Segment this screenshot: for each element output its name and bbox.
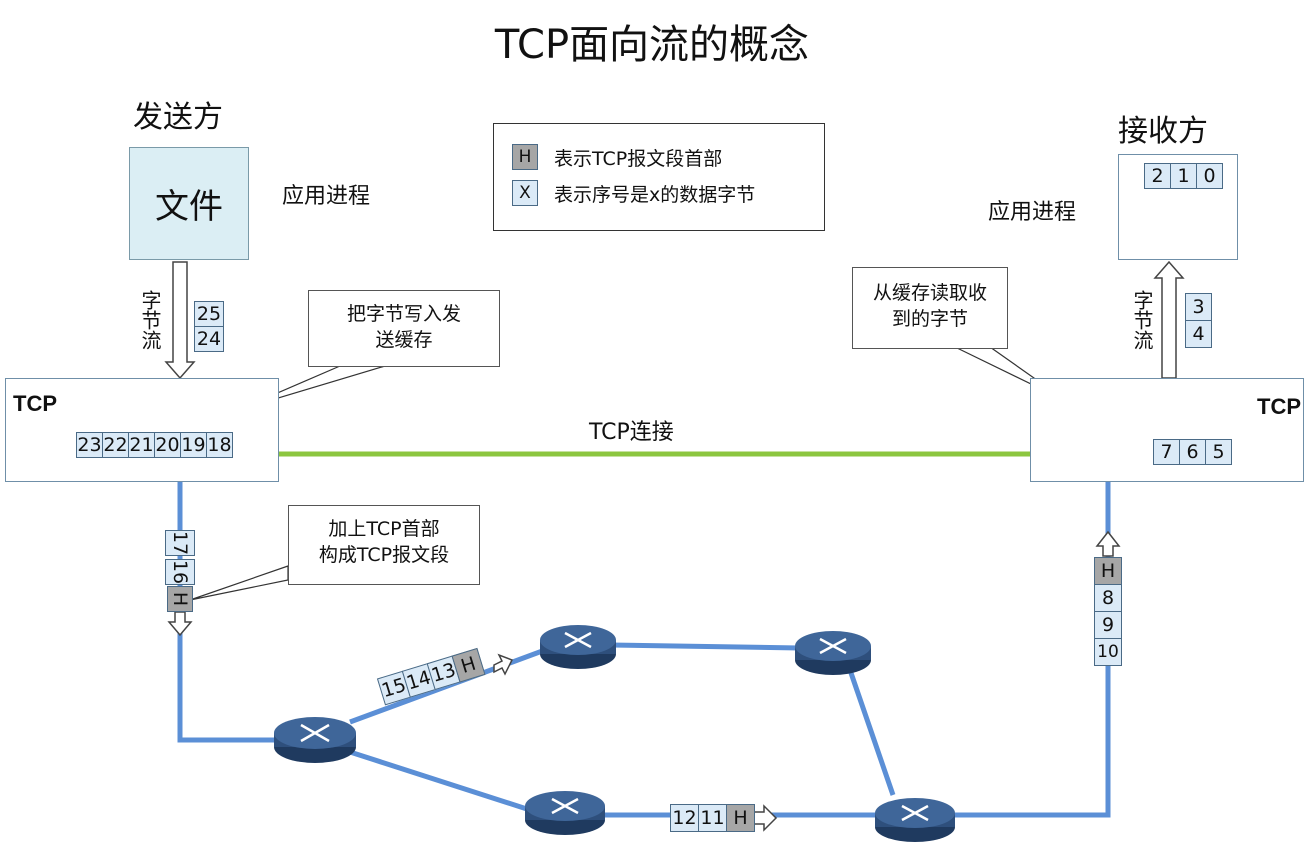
byte-cell: 3 xyxy=(1185,293,1212,321)
receiver-link xyxy=(955,480,1111,818)
receiver-stream-arrow xyxy=(1153,260,1185,379)
legend-key-x: X xyxy=(512,180,538,206)
byte-cell: 5 xyxy=(1205,439,1232,465)
sender-stream-arrow xyxy=(164,261,196,380)
receiver-tcp-box: TCP 7 6 5 xyxy=(1030,378,1304,482)
segment-byte-cell: 10 xyxy=(1094,638,1122,666)
router-icon xyxy=(525,791,605,835)
sender-byte-stream-label: 字节流 xyxy=(138,290,162,350)
receiver-segment-arrow xyxy=(1095,530,1121,557)
receiver-app-bytes: 2 1 0 xyxy=(1144,163,1223,189)
callout-pointer-header xyxy=(189,565,289,601)
router-icon xyxy=(795,631,871,675)
legend: H 表示TCP报文段首部 X 表示序号是x的数据字节 xyxy=(493,123,825,231)
callout-read-buffer-text: 从缓存读取收到的字节 xyxy=(872,282,987,330)
byte-cell: 24 xyxy=(194,326,224,352)
byte-cell: 0 xyxy=(1196,163,1223,189)
sender-heading: 发送方 xyxy=(133,100,223,135)
byte-cell: 25 xyxy=(194,301,224,327)
segment-byte-cell: 17 xyxy=(165,530,195,556)
network-segment-lower: 12 11 H xyxy=(670,804,755,832)
byte-cell: 2 xyxy=(1144,163,1171,189)
lower-segment-arrowhead xyxy=(753,804,778,832)
byte-cell: 20 xyxy=(154,432,181,458)
upper-segment-arrowhead xyxy=(493,653,514,676)
byte-cell: 1 xyxy=(1170,163,1197,189)
legend-key-h: H xyxy=(512,144,538,170)
receiver-app-process-label: 应用进程 xyxy=(988,200,1077,225)
file-label: 文件 xyxy=(155,187,223,227)
page-title: TCP面向流的概念 xyxy=(494,22,810,68)
sender-tcp-label: TCP xyxy=(13,391,57,416)
legend-row-header: H 表示TCP报文段首部 xyxy=(494,139,824,175)
sender-segment: 17 16 H xyxy=(165,528,195,612)
byte-cell: 23 xyxy=(76,432,103,458)
byte-cell: 4 xyxy=(1185,320,1212,348)
segment-byte-cell: 11 xyxy=(698,804,727,832)
segment-byte-cell: 12 xyxy=(670,804,699,832)
segment-header-cell: H xyxy=(726,804,755,832)
receiver-heading: 接收方 xyxy=(1118,114,1208,149)
callout-write-buffer: 把字节写入发送缓存 xyxy=(308,290,500,367)
segment-header-cell: H xyxy=(167,586,193,612)
router-icon xyxy=(875,798,955,842)
sender-stream-bytes: 25 24 xyxy=(194,301,224,352)
link-r2-r3 xyxy=(609,642,801,651)
legend-text-h: 表示TCP报文段首部 xyxy=(554,147,723,170)
receiver-byte-stream-label: 字节流 xyxy=(1130,290,1154,350)
routers xyxy=(274,625,955,842)
byte-cell: 19 xyxy=(180,432,207,458)
receiver-receive-buffer: 7 6 5 xyxy=(1153,439,1232,465)
sender-send-buffer: 23 22 21 20 19 18 xyxy=(76,432,233,458)
sender-link xyxy=(177,480,285,743)
callout-add-header-line1: 加上TCP首部 xyxy=(328,518,440,540)
sender-tcp-box: TCP 23 22 21 20 19 18 xyxy=(5,378,279,482)
receiver-segment: H 8 9 10 xyxy=(1094,557,1122,666)
link-r1-r4 xyxy=(349,749,531,813)
sender-segment-arrow xyxy=(167,611,193,637)
receiver-stream-bytes: 3 4 xyxy=(1185,293,1212,348)
byte-cell: 18 xyxy=(206,432,233,458)
router-icon xyxy=(540,625,616,669)
legend-text-x: 表示序号是x的数据字节 xyxy=(554,183,756,206)
callout-add-header-line2: 构成TCP报文段 xyxy=(318,544,450,566)
link-r3-r5 xyxy=(847,669,896,796)
receiver-app-box: 2 1 0 xyxy=(1118,154,1238,260)
callout-write-buffer-text: 把字节写入发送缓存 xyxy=(346,303,461,351)
byte-cell: 22 xyxy=(102,432,129,458)
file-box: 文件 xyxy=(129,147,249,260)
byte-cell: 21 xyxy=(128,432,155,458)
sender-app-process-label: 应用进程 xyxy=(282,184,371,209)
receiver-tcp-label: TCP xyxy=(1257,394,1301,419)
router-icon xyxy=(274,717,356,763)
callout-read-buffer: 从缓存读取收到的字节 xyxy=(852,267,1008,349)
callout-add-header: 加上TCP首部 构成TCP报文段 xyxy=(288,505,480,585)
byte-cell: 7 xyxy=(1153,439,1180,465)
segment-byte-cell: 9 xyxy=(1094,611,1122,639)
segment-header-cell: H xyxy=(1094,557,1122,585)
segment-byte-cell: 16 xyxy=(165,559,195,585)
tcp-connection-arrow xyxy=(256,444,1058,464)
byte-cell: 6 xyxy=(1179,439,1206,465)
tcp-connection-label: TCP连接 xyxy=(589,420,674,445)
legend-row-byte: X 表示序号是x的数据字节 xyxy=(494,175,824,211)
segment-byte-cell: 8 xyxy=(1094,584,1122,612)
